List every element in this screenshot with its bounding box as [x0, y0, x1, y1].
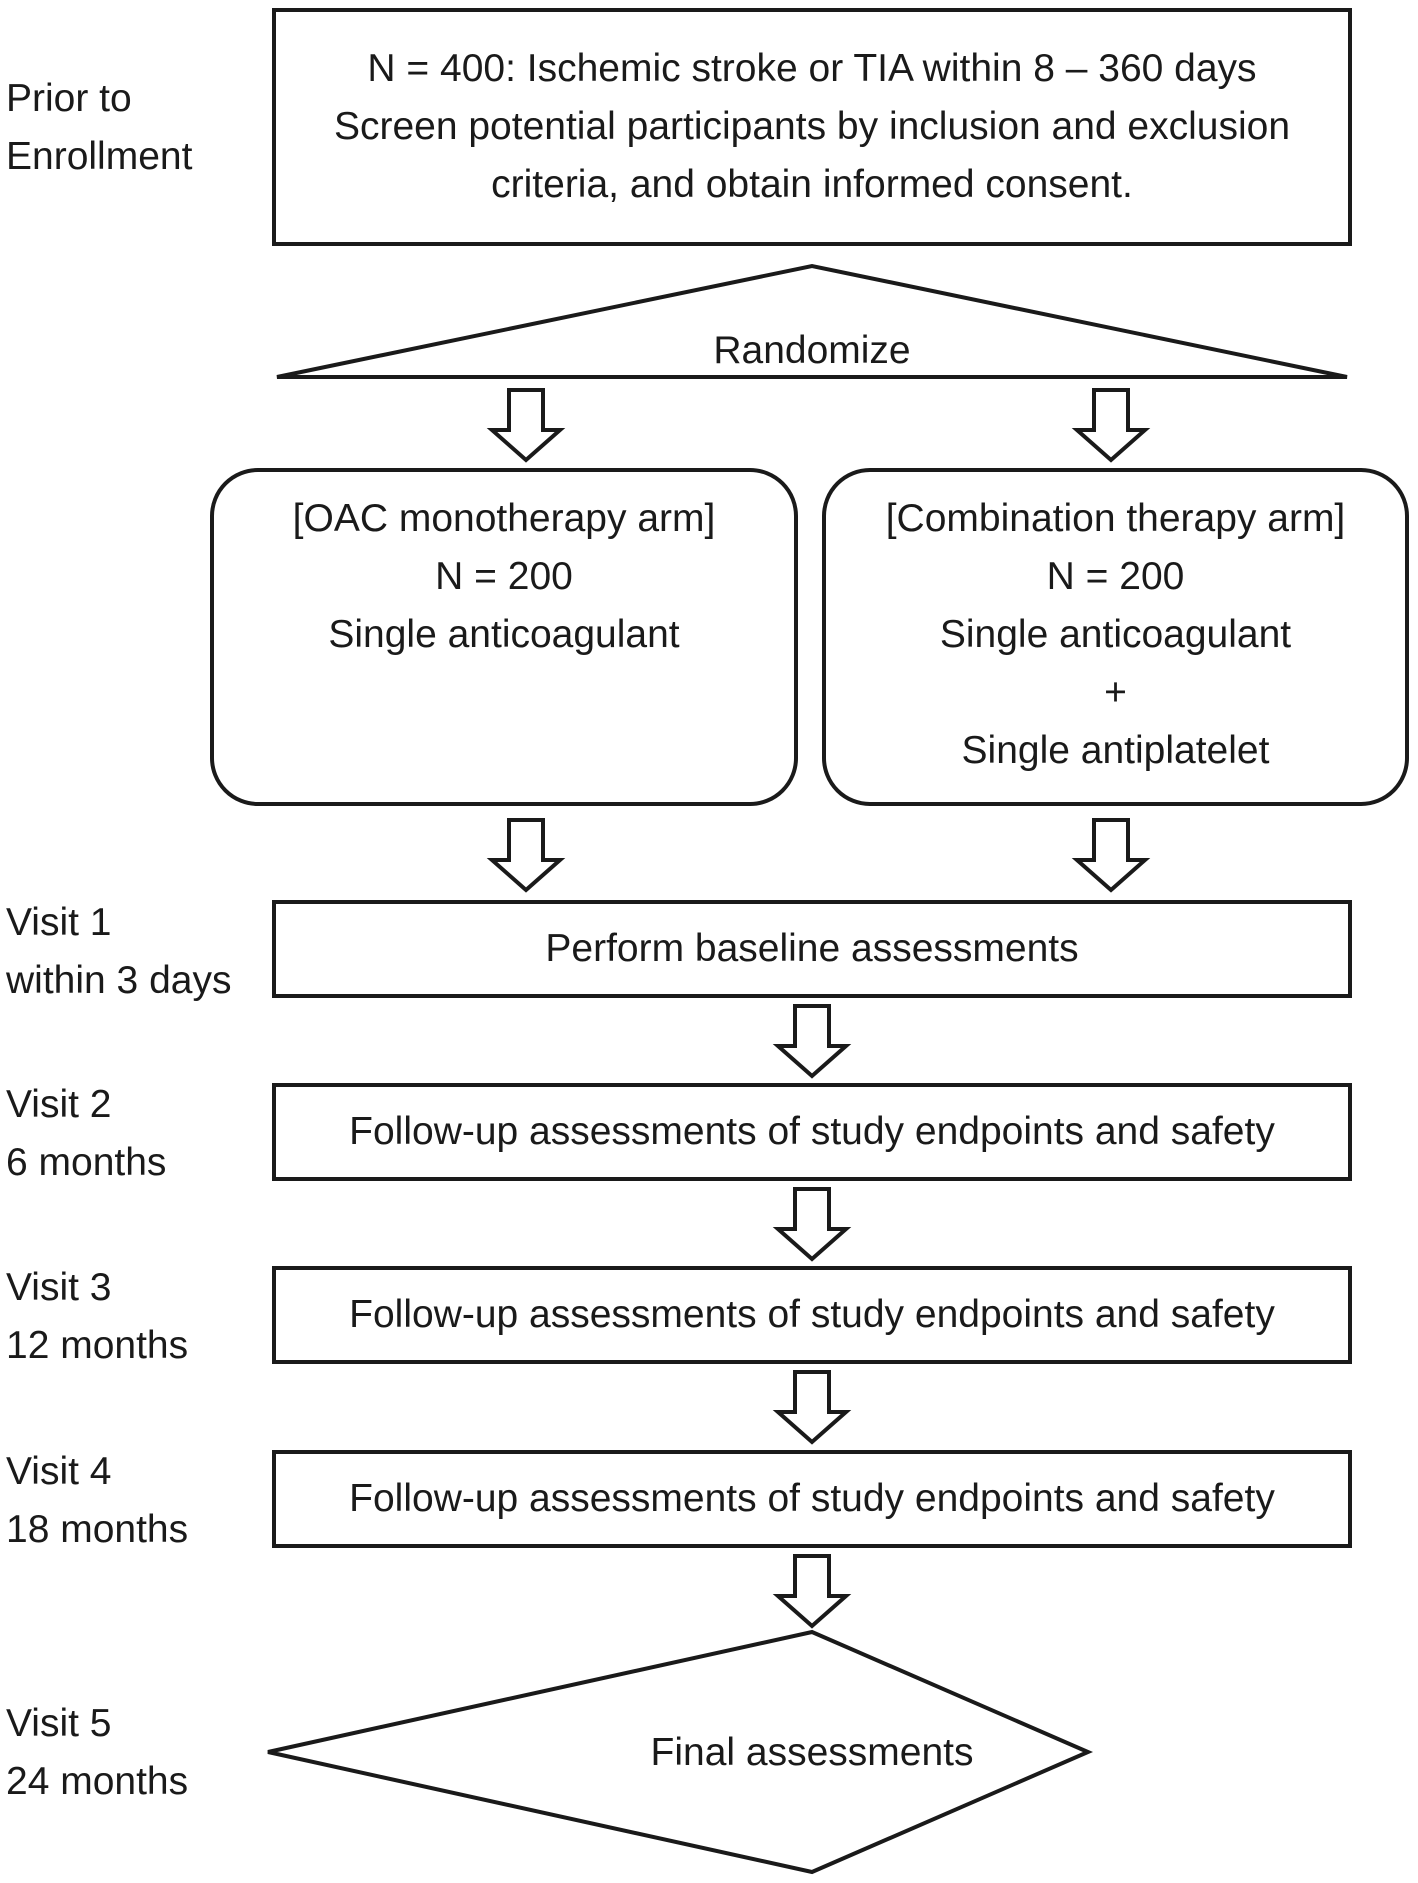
phase-label-visit5: Visit 5 24 months [6, 1695, 188, 1811]
step-label: Perform baseline assessments [545, 927, 1079, 970]
phase-line: 18 months [6, 1508, 189, 1551]
phase-line: Visit 1 [6, 901, 112, 944]
arm-line: Single anticoagulant [939, 613, 1292, 656]
combination-therapy-arm-box: [Combination therapy arm] N = 200 Single… [822, 468, 1409, 806]
phase-line: Visit 4 [6, 1450, 112, 1493]
followup-visit2-box: Follow-up assessments of study endpoints… [272, 1083, 1352, 1181]
down-arrow-left-1-icon [486, 388, 566, 463]
arm-line: N = 200 [1046, 555, 1185, 598]
arm-line: [Combination therapy arm] [885, 497, 1346, 540]
phase-line: 24 months [6, 1760, 189, 1803]
down-arrow-right-2-icon [1071, 818, 1151, 893]
arm-line: [OAC monotherapy arm] [292, 497, 716, 540]
baseline-assessments-box: Perform baseline assessments [272, 900, 1352, 998]
down-arrow-right-1-icon [1071, 388, 1151, 463]
screening-line: N = 400: Ischemic stroke or TIA within 8… [367, 47, 1257, 90]
down-arrow-icon [772, 1004, 852, 1079]
phase-line: Enrollment [6, 135, 193, 178]
phase-line: Prior to [6, 77, 132, 120]
arm-line: + [1104, 671, 1127, 714]
arm-line: N = 200 [435, 555, 573, 598]
final-diamond [267, 1629, 1094, 1875]
phase-label-visit1: Visit 1 within 3 days [6, 894, 231, 1010]
followup-visit3-box: Follow-up assessments of study endpoints… [272, 1266, 1352, 1364]
followup-visit4-box: Follow-up assessments of study endpoints… [272, 1450, 1352, 1548]
step-label: Follow-up assessments of study endpoints… [349, 1477, 1275, 1520]
down-arrow-icon [772, 1370, 852, 1445]
down-arrow-icon [772, 1554, 852, 1629]
phase-label-visit3: Visit 3 12 months [6, 1259, 188, 1375]
phase-label-visit2: Visit 2 6 months [6, 1076, 166, 1192]
randomize-label: Randomize [713, 329, 911, 372]
phase-line: Visit 5 [6, 1702, 112, 1745]
screening-box: N = 400: Ischemic stroke or TIA within 8… [272, 8, 1352, 246]
phase-line: 6 months [6, 1141, 167, 1184]
arm-line: Single antiplatelet [961, 729, 1270, 772]
down-arrow-icon [772, 1187, 852, 1262]
phase-line: Visit 2 [6, 1083, 112, 1126]
screening-line: Screen potential participants by inclusi… [333, 105, 1291, 148]
screening-line: criteria, and obtain informed consent. [491, 163, 1133, 206]
phase-label-prior: Prior to Enrollment [6, 70, 192, 186]
step-label: Follow-up assessments of study endpoints… [349, 1293, 1275, 1336]
arm-line: Single anticoagulant [328, 613, 680, 656]
phase-line: 12 months [6, 1324, 189, 1367]
final-assessments-label: Final assessments [650, 1731, 974, 1774]
step-label: Follow-up assessments of study endpoints… [349, 1110, 1275, 1153]
oac-monotherapy-arm-box: [OAC monotherapy arm] N = 200 Single ant… [210, 468, 798, 806]
phase-line: within 3 days [6, 959, 232, 1002]
phase-label-visit4: Visit 4 18 months [6, 1443, 188, 1559]
down-arrow-left-2-icon [486, 818, 566, 893]
phase-line: Visit 3 [6, 1266, 112, 1309]
randomize-triangle [276, 263, 1348, 379]
